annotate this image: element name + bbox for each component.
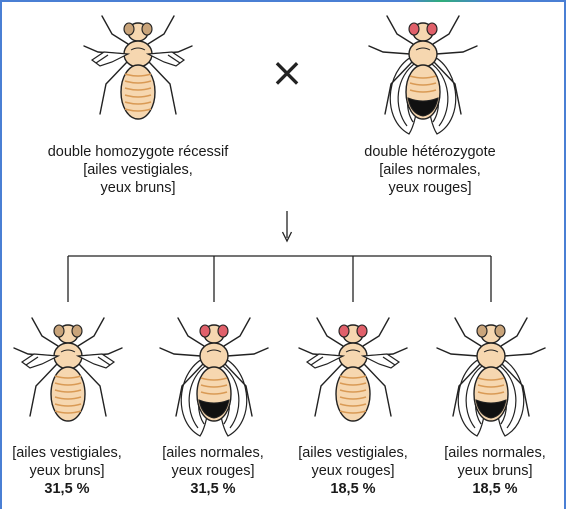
offspring-2-line-1: [ailes normales, (148, 444, 278, 462)
offspring-4-line-1: [ailes normales, (430, 444, 560, 462)
offspring-fly-vestigial-brown (14, 318, 122, 421)
offspring-1-label: [ailes vestigiales, yeux bruns] 31,5 % (2, 444, 132, 498)
offspring-fly-normal-red (160, 318, 268, 436)
fly-right-eye (142, 23, 152, 35)
fly-thorax (200, 343, 228, 369)
offspring-4-line-2: yeux bruns] (430, 462, 560, 480)
offspring-2-line-2: yeux rouges] (148, 462, 278, 480)
offspring-4-percent: 18,5 % (430, 480, 560, 498)
parent-fly-normal-red (369, 16, 477, 134)
fly-left-eye (200, 325, 210, 337)
parent-2-line-3: yeux rouges] (330, 179, 530, 197)
fly-thorax (409, 41, 437, 67)
offspring-4-label: [ailes normales, yeux bruns] 18,5 % (430, 444, 560, 498)
fly-left-eye (339, 325, 349, 337)
offspring-2-label: [ailes normales, yeux rouges] 31,5 % (148, 444, 278, 498)
offspring-1-percent: 31,5 % (2, 480, 132, 498)
fly-left-eye (54, 325, 64, 337)
fly-left-eye (409, 23, 419, 35)
fly-right-eye (427, 23, 437, 35)
descent-arrow (283, 211, 292, 241)
parent-fly-vestigial-brown (84, 16, 192, 119)
offspring-fly-vestigial-red (299, 318, 407, 421)
parent-1-line-3: yeux bruns] (18, 179, 258, 197)
offspring-3-line-1: [ailes vestigiales, (283, 444, 423, 462)
offspring-3-line-2: yeux rouges] (283, 462, 423, 480)
offspring-fly-normal-brown (437, 318, 545, 436)
parent-2-line-2: [ailes normales, (330, 161, 530, 179)
fly-left-eye (477, 325, 487, 337)
fly-left-eye (124, 23, 134, 35)
offspring-1-line-2: yeux bruns] (2, 462, 132, 480)
fly-right-eye (495, 325, 505, 337)
parent-1-label: double homozygote récessif [ailes vestig… (18, 143, 258, 197)
fly-right-eye (72, 325, 82, 337)
parent-2-line-1: double hétérozygote (330, 143, 530, 161)
fly-thorax (477, 343, 505, 369)
offspring-1-line-1: [ailes vestigiales, (2, 444, 132, 462)
parent-2-label: double hétérozygote [ailes normales, yeu… (330, 143, 530, 197)
fly-right-eye (218, 325, 228, 337)
offspring-3-percent: 18,5 % (283, 480, 423, 498)
offspring-3-label: [ailes vestigiales, yeux rouges] 18,5 % (283, 444, 423, 498)
parent-1-line-2: [ailes vestigiales, (18, 161, 258, 179)
offspring-2-percent: 31,5 % (148, 480, 278, 498)
offspring-branch-lines (68, 256, 491, 302)
parent-1-line-1: double homozygote récessif (18, 143, 258, 161)
cross-symbol: × (270, 50, 304, 96)
fly-right-eye (357, 325, 367, 337)
